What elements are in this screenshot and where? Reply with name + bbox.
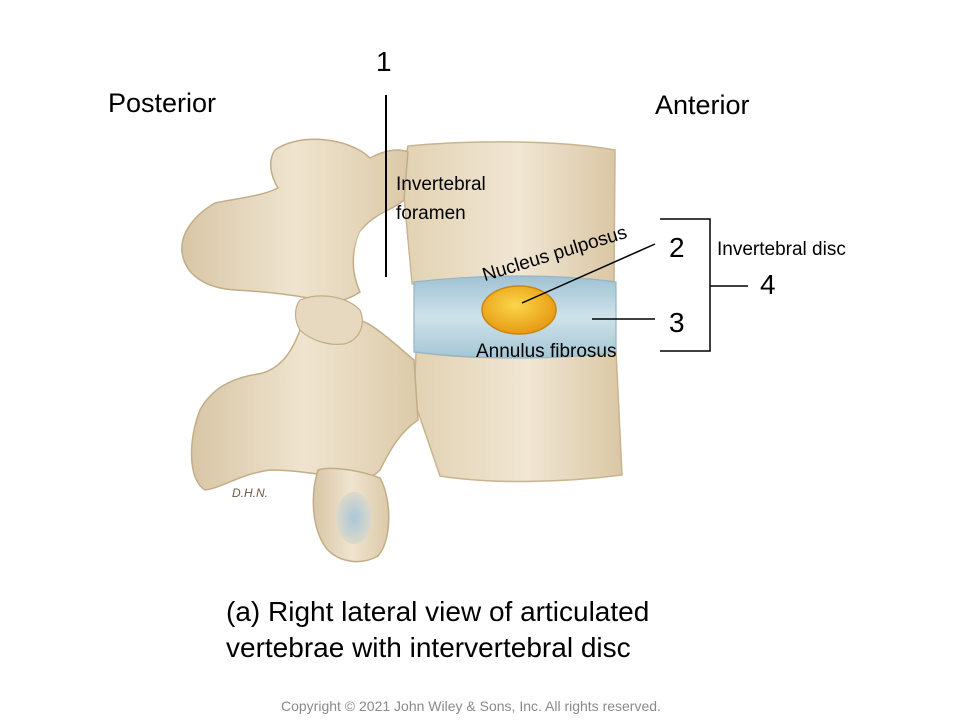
annulus-fibrosus-label: Annulus fibrosus	[476, 341, 617, 362]
caption-line-1: (a) Right lateral view of articulated	[226, 596, 650, 627]
posterior-label: Posterior	[108, 88, 217, 118]
figure-caption: (a) Right lateral view of articulated ve…	[226, 594, 786, 667]
disc-bracket	[660, 218, 711, 352]
nucleus-pulposus	[481, 285, 557, 335]
copyright-notice: Copyright © 2021 John Wiley & Sons, Inc.…	[281, 698, 661, 714]
artist-signature: D.H.N.	[232, 486, 268, 500]
lower-vertebral-body	[413, 349, 623, 483]
caption-line-2: vertebrae with intervertebral disc	[226, 632, 631, 664]
number-1: 1	[376, 46, 392, 77]
number-4: 4	[760, 269, 776, 300]
foramen-label-line1: Invertebral	[396, 174, 486, 195]
lower-posterior-elements	[190, 316, 419, 491]
foramen-label-line2: foramen	[396, 203, 466, 224]
foramen-shadow	[354, 206, 412, 294]
spinous-process-hollow	[336, 492, 372, 544]
anterior-label: Anterior	[655, 90, 750, 120]
leader-line-2	[521, 243, 656, 304]
number-3: 3	[669, 307, 685, 338]
number-2: 2	[669, 232, 685, 263]
intervertebral-disc-label: Invertebral disc	[717, 239, 846, 260]
articular-process	[294, 295, 363, 345]
